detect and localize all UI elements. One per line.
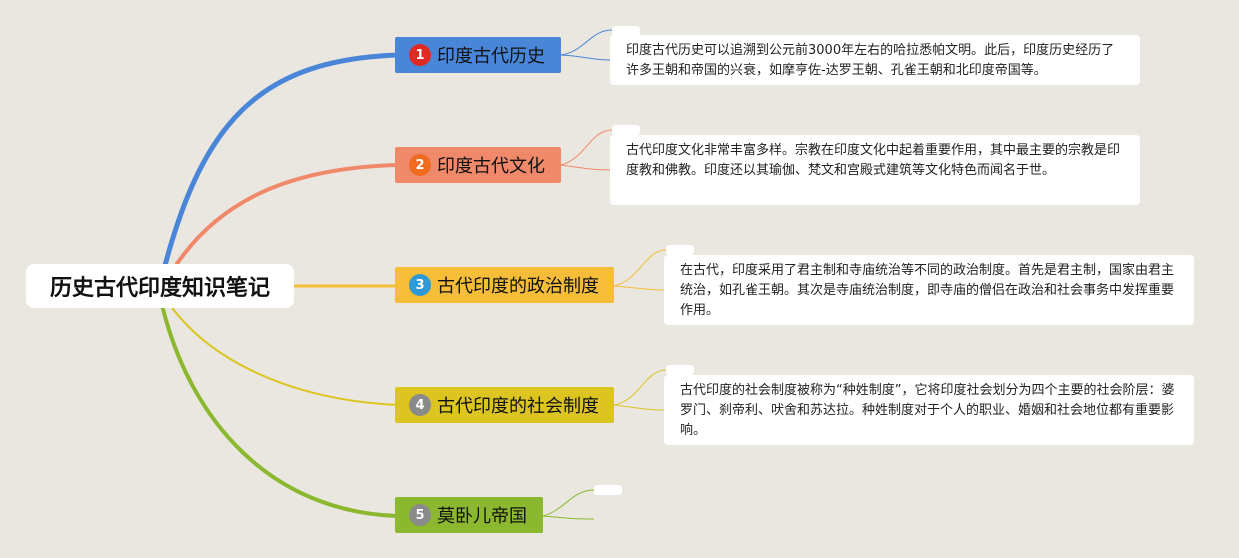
branch-topic-3-label: 古代印度的政治制度 (437, 276, 599, 297)
note-tab-3 (666, 245, 694, 255)
note-text-1: 印度古代历史可以追溯到公元前3000年左右的哈拉悉帕文明。此后，印度历史经历了许… (626, 43, 1115, 78)
branch-topic-1-label: 印度古代历史 (437, 46, 545, 67)
branch-topic-1[interactable]: 1 印度古代历史 (395, 37, 561, 73)
connector-branch-5-note (542, 489, 595, 517)
branch-topic-4-label: 古代印度的社会制度 (437, 396, 599, 417)
note-text-3: 在古代，印度采用了君主制和寺庙统治等不同的政治制度。首先是君主制，国家由君主统治… (680, 263, 1175, 318)
note-tab-4 (666, 365, 694, 375)
branch-topic-5[interactable]: 5 莫卧儿帝国 (395, 497, 543, 533)
branch-topic-4[interactable]: 4 古代印度的社会制度 (395, 387, 614, 423)
connector-root-branch-1 (157, 52, 399, 286)
note-box-3[interactable]: 在古代，印度采用了君主制和寺庙统治等不同的政治制度。首先是君主制，国家由君主统治… (664, 255, 1194, 325)
connector-branch-4-note (613, 404, 667, 411)
note-tab-2 (612, 125, 640, 135)
note-text-4: 古代印度的社会制度被称为“种姓制度”，它将印度社会划分为四个主要的社会阶层：婆罗… (680, 383, 1175, 438)
root-topic[interactable]: 历史古代印度知识笔记 (26, 264, 294, 308)
note-box-1[interactable]: 印度古代历史可以追溯到公元前3000年左右的哈拉悉帕文明。此后，印度历史经历了许… (610, 35, 1140, 85)
note-box-2[interactable]: 古代印度文化非常丰富多样。宗教在印度文化中起着重要作用，其中最主要的宗教是印度教… (610, 135, 1140, 205)
badge-number-4: 4 (409, 394, 431, 416)
connector-branch-2-note (559, 164, 613, 171)
note-tab-1 (612, 26, 640, 36)
connector-root-branch-5 (160, 304, 399, 518)
note-box-4[interactable]: 古代印度的社会制度被称为“种姓制度”，它将印度社会划分为四个主要的社会阶层：婆罗… (664, 375, 1194, 445)
badge-number-2: 2 (409, 154, 431, 176)
connector-root-branch-2 (162, 163, 399, 286)
root-topic-label: 历史古代印度知识笔记 (49, 276, 270, 301)
badge-number-1: 1 (409, 44, 431, 66)
badge-number-3: 3 (409, 274, 431, 296)
connector-branch-3-note (613, 285, 667, 291)
note-tab-5 (594, 485, 622, 495)
connector-branch-1-note (559, 54, 613, 61)
connector-branch-4-note (613, 369, 667, 406)
branch-topic-2[interactable]: 2 印度古代文化 (395, 147, 561, 183)
note-text-2: 古代印度文化非常丰富多样。宗教在印度文化中起着重要作用，其中最主要的宗教是印度教… (626, 143, 1121, 178)
branch-topic-5-label: 莫卧儿帝国 (437, 506, 527, 527)
connector-branch-5-note (542, 515, 595, 520)
branch-topic-2-label: 印度古代文化 (437, 156, 545, 177)
badge-number-5: 5 (409, 504, 431, 526)
connector-branch-3-note (613, 249, 667, 287)
connector-branch-2-note (559, 129, 613, 166)
branch-topic-3[interactable]: 3 古代印度的政治制度 (395, 267, 614, 303)
connector-branch-1-note (559, 29, 613, 56)
connector-root-branch-4 (169, 304, 399, 406)
